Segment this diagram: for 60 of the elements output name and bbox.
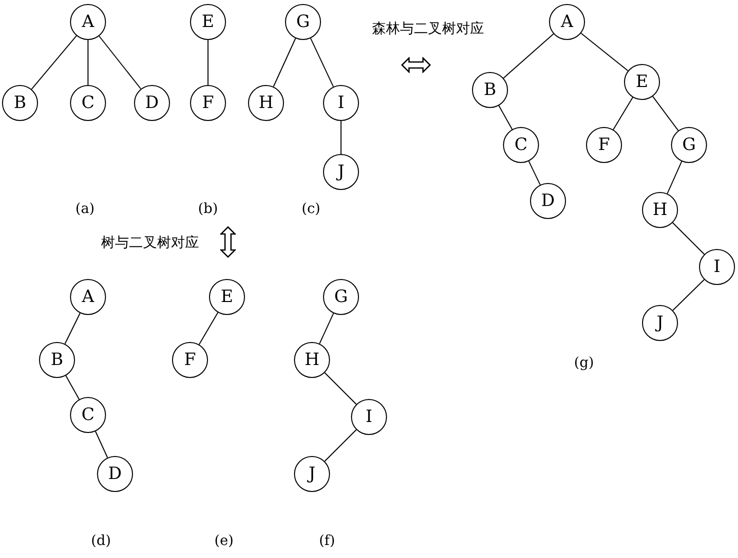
tree-node-circle: J: [642, 305, 678, 341]
tree-edge: [324, 429, 357, 462]
tree-node-circle: H: [642, 192, 678, 228]
tree-node-circle: E: [624, 64, 660, 100]
tree-edge: [272, 38, 296, 88]
tree-edge: [503, 33, 554, 79]
subfigure-label: (e): [214, 533, 234, 549]
tree-edge: [324, 372, 357, 405]
tree-node-circle: F: [172, 342, 208, 378]
subfigure-label: (f): [318, 533, 336, 549]
tree-node-circle: G: [323, 279, 359, 315]
tree-node-circle: A: [70, 4, 106, 40]
tree-edge: [528, 160, 541, 186]
tree-node-circle: I: [699, 249, 735, 285]
tree-node-circle: A: [70, 279, 106, 315]
tree-node-circle: D: [97, 456, 133, 492]
tree-node-circle: C: [70, 397, 106, 433]
tree-edge: [65, 375, 80, 400]
tree-node-circle: E: [190, 4, 226, 40]
tree-edge: [310, 38, 334, 88]
subfigure-label: (a): [75, 201, 95, 217]
tree-node-circle: J: [294, 456, 330, 492]
tree-edge: [340, 120, 342, 154]
tree-node-circle: A: [549, 4, 585, 40]
tree-edge: [666, 160, 682, 194]
tree-edge: [31, 35, 77, 90]
tree-node-circle: B: [472, 72, 508, 108]
tree-edge: [612, 96, 634, 130]
tree-edge: [652, 96, 679, 132]
tree-node-circle: B: [2, 85, 38, 121]
tree-node-circle: F: [190, 85, 226, 121]
tree-node-circle: C: [70, 85, 106, 121]
tree-node-circle: H: [294, 342, 330, 378]
tree-edge: [198, 312, 218, 345]
subfigure-label: (g): [574, 355, 594, 371]
tree-node-circle: G: [671, 127, 707, 163]
tree-node-circle: J: [323, 154, 359, 190]
caption-text: 树与二叉树对应: [101, 234, 199, 252]
tree-node-circle: C: [503, 127, 539, 163]
tree-edge: [95, 430, 108, 458]
tree-node-circle: F: [586, 127, 622, 163]
caption-text: 森林与二叉树对应: [372, 20, 484, 38]
tree-edge: [498, 105, 513, 130]
subfigure-label: (b): [198, 201, 218, 217]
tree-node-circle: E: [209, 279, 245, 315]
subfigure-label: (c): [302, 201, 320, 217]
tree-node-circle: D: [530, 183, 566, 219]
tree-node-circle: I: [323, 85, 359, 121]
tree-edge: [98, 36, 142, 90]
tree-node-circle: D: [134, 85, 170, 121]
tree-edge: [672, 222, 705, 255]
tree-node-circle: B: [39, 342, 75, 378]
tree-edge: [319, 312, 334, 344]
tree-edge: [672, 279, 705, 311]
tree-node-circle: H: [248, 85, 284, 121]
subfigure-label: (d): [91, 533, 111, 549]
tree-node-circle: I: [351, 399, 387, 435]
tree-node-circle: G: [285, 4, 321, 40]
tree-edge: [64, 312, 81, 344]
tree-edge: [580, 32, 628, 72]
